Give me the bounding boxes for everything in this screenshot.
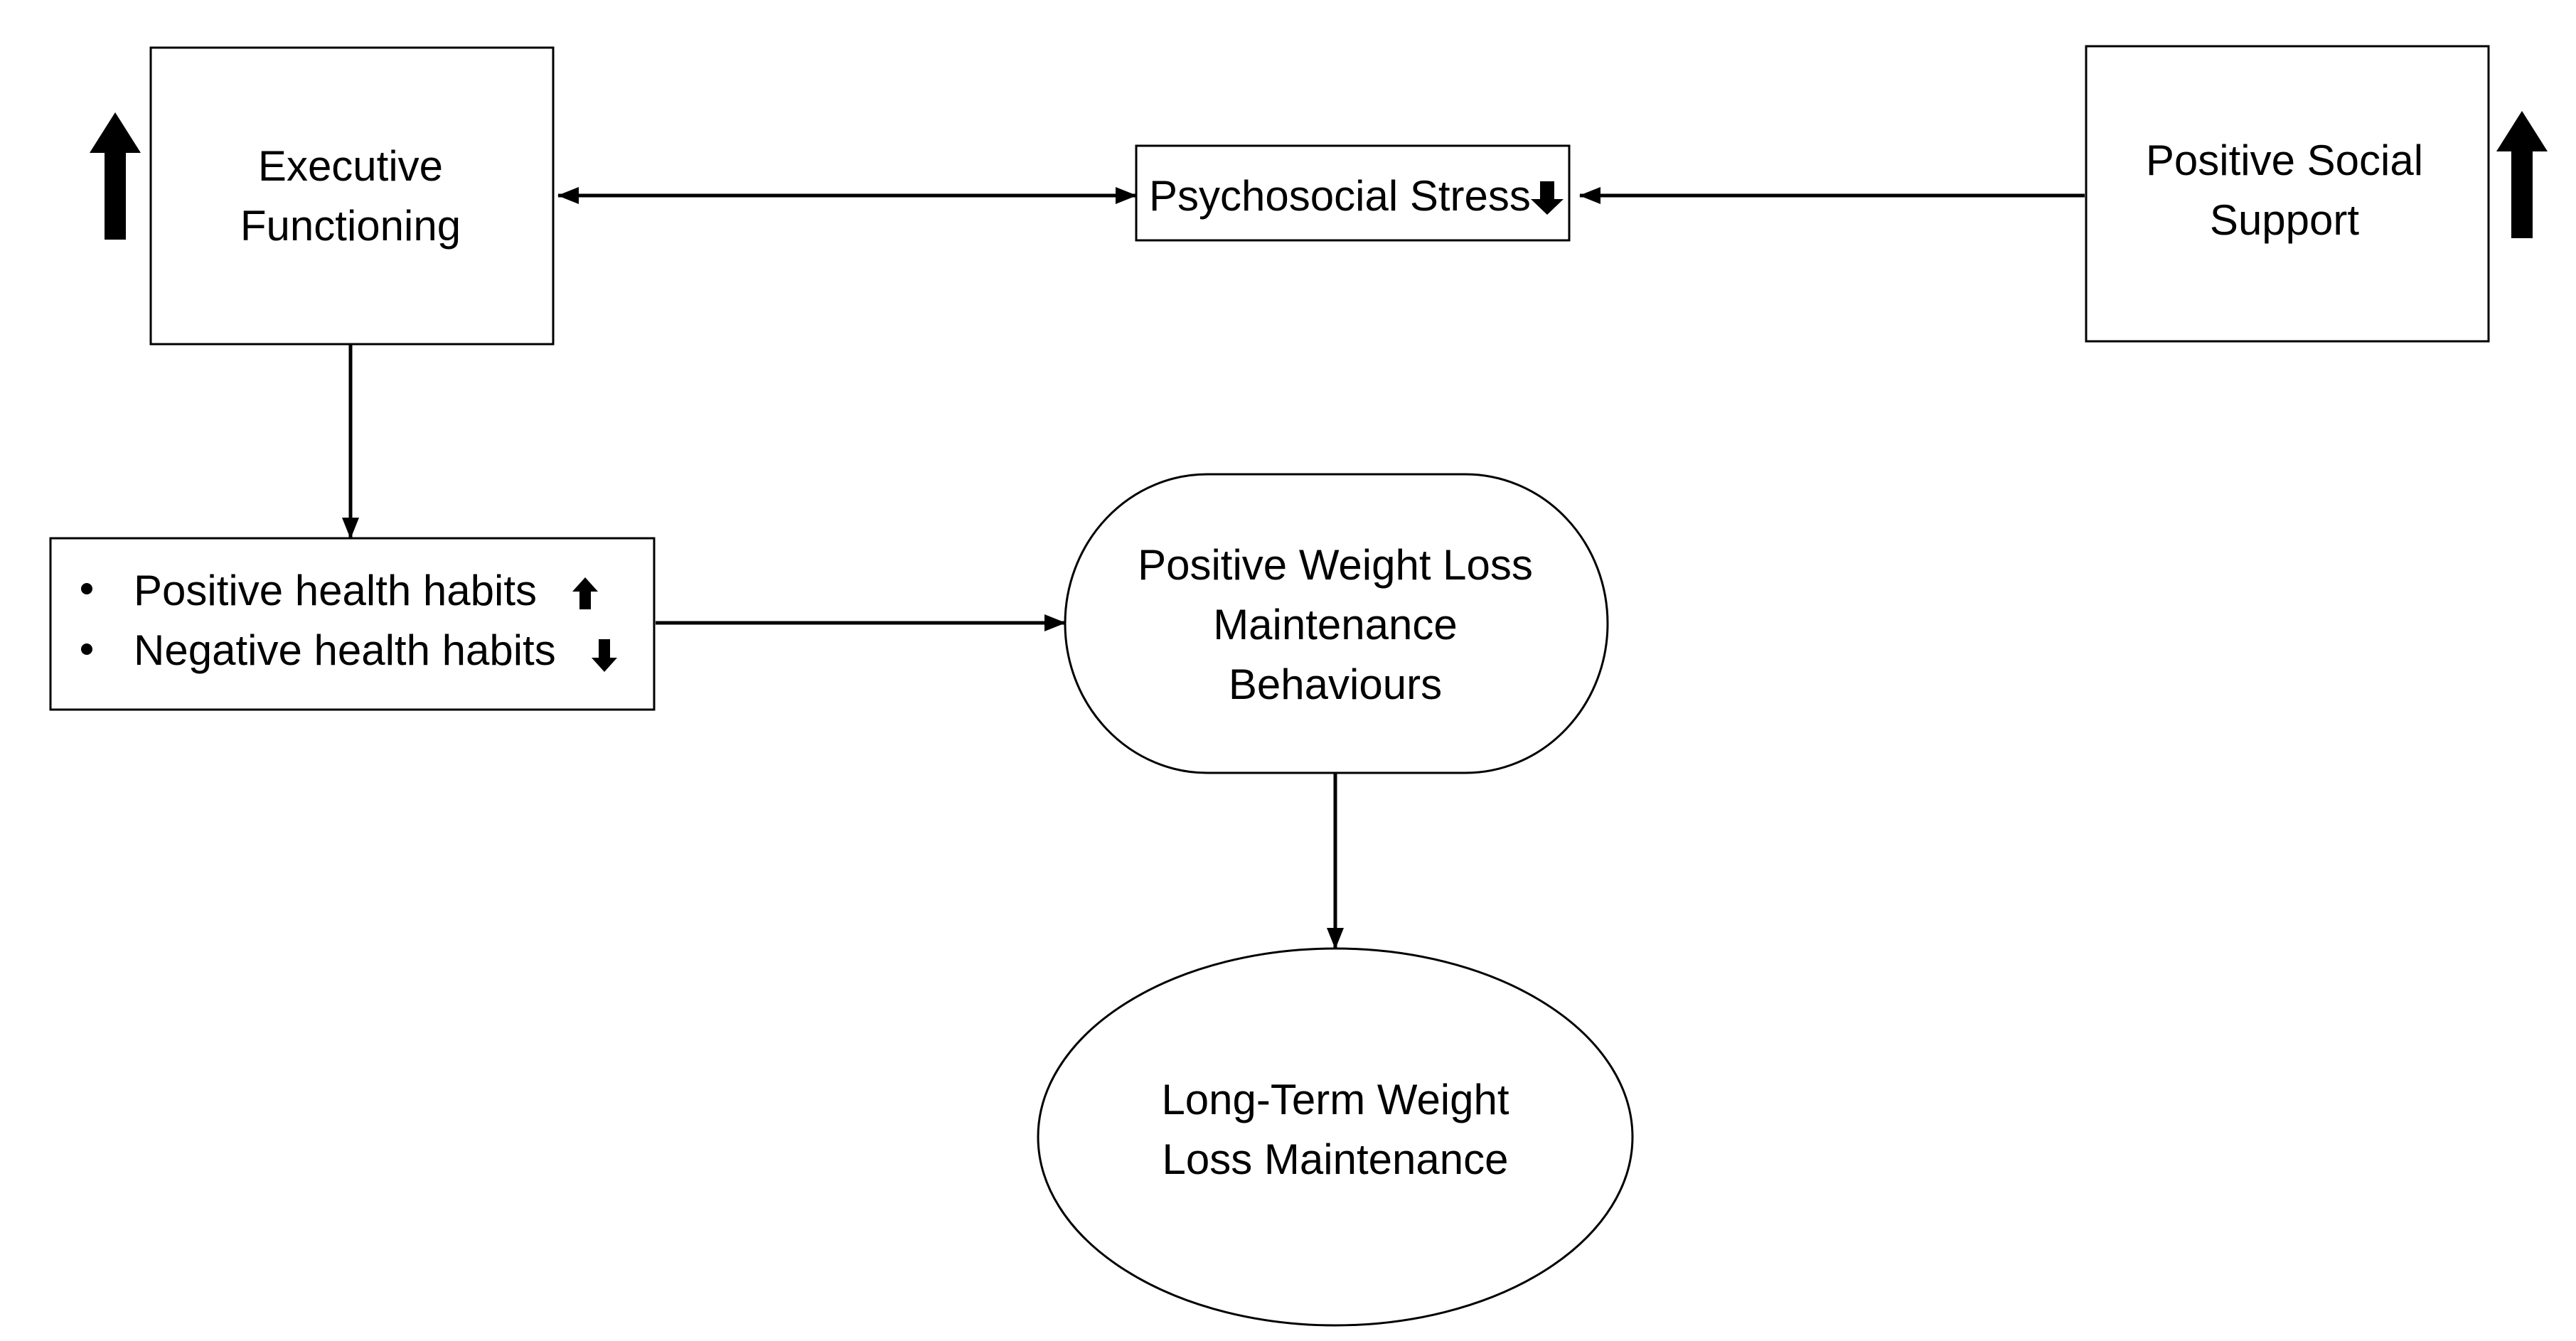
long-term-line-1: Long-Term Weight [1161, 1076, 1509, 1123]
behaviours-line-1: Positive Weight Loss [1138, 541, 1533, 589]
node-positive-social-support: Positive Social Support [2085, 45, 2490, 343]
bullet-icon [81, 643, 92, 655]
social-support-line-2: Support [2210, 196, 2359, 244]
positive-habits-up-arrow-icon [572, 577, 598, 609]
executive-functioning-line-2: Functioning [240, 202, 461, 250]
negative-habits-label: Negative health habits [134, 626, 556, 674]
executive-increase-arrow-icon [90, 112, 141, 240]
negative-habits-down-arrow-icon [592, 639, 617, 672]
social-support-line-1: Positive Social [2146, 137, 2423, 184]
behaviours-line-2: Maintenance [1213, 601, 1458, 648]
social-support-increase-arrow-icon [2496, 111, 2548, 238]
long-term-line-2: Loss Maintenance [1163, 1136, 1509, 1183]
node-psychosocial-stress: Psychosocial Stress [1135, 144, 1571, 242]
node-health-habits: Positive health habits Negative health h… [49, 537, 656, 711]
executive-functioning-line-1: Executive [258, 142, 443, 190]
node-executive-functioning: Executive Functioning [149, 46, 555, 346]
bullet-icon [81, 583, 92, 594]
stress-decrease-arrow-icon [1531, 181, 1564, 215]
positive-habits-label: Positive health habits [134, 567, 537, 614]
behaviours-line-3: Behaviours [1229, 661, 1442, 708]
node-long-term-maintenance: Long-Term Weight Loss Maintenance [1037, 947, 1634, 1327]
psychosocial-stress-label: Psychosocial Stress [1149, 172, 1531, 220]
node-weight-loss-behaviours: Positive Weight Loss Maintenance Behavio… [1064, 473, 1609, 774]
